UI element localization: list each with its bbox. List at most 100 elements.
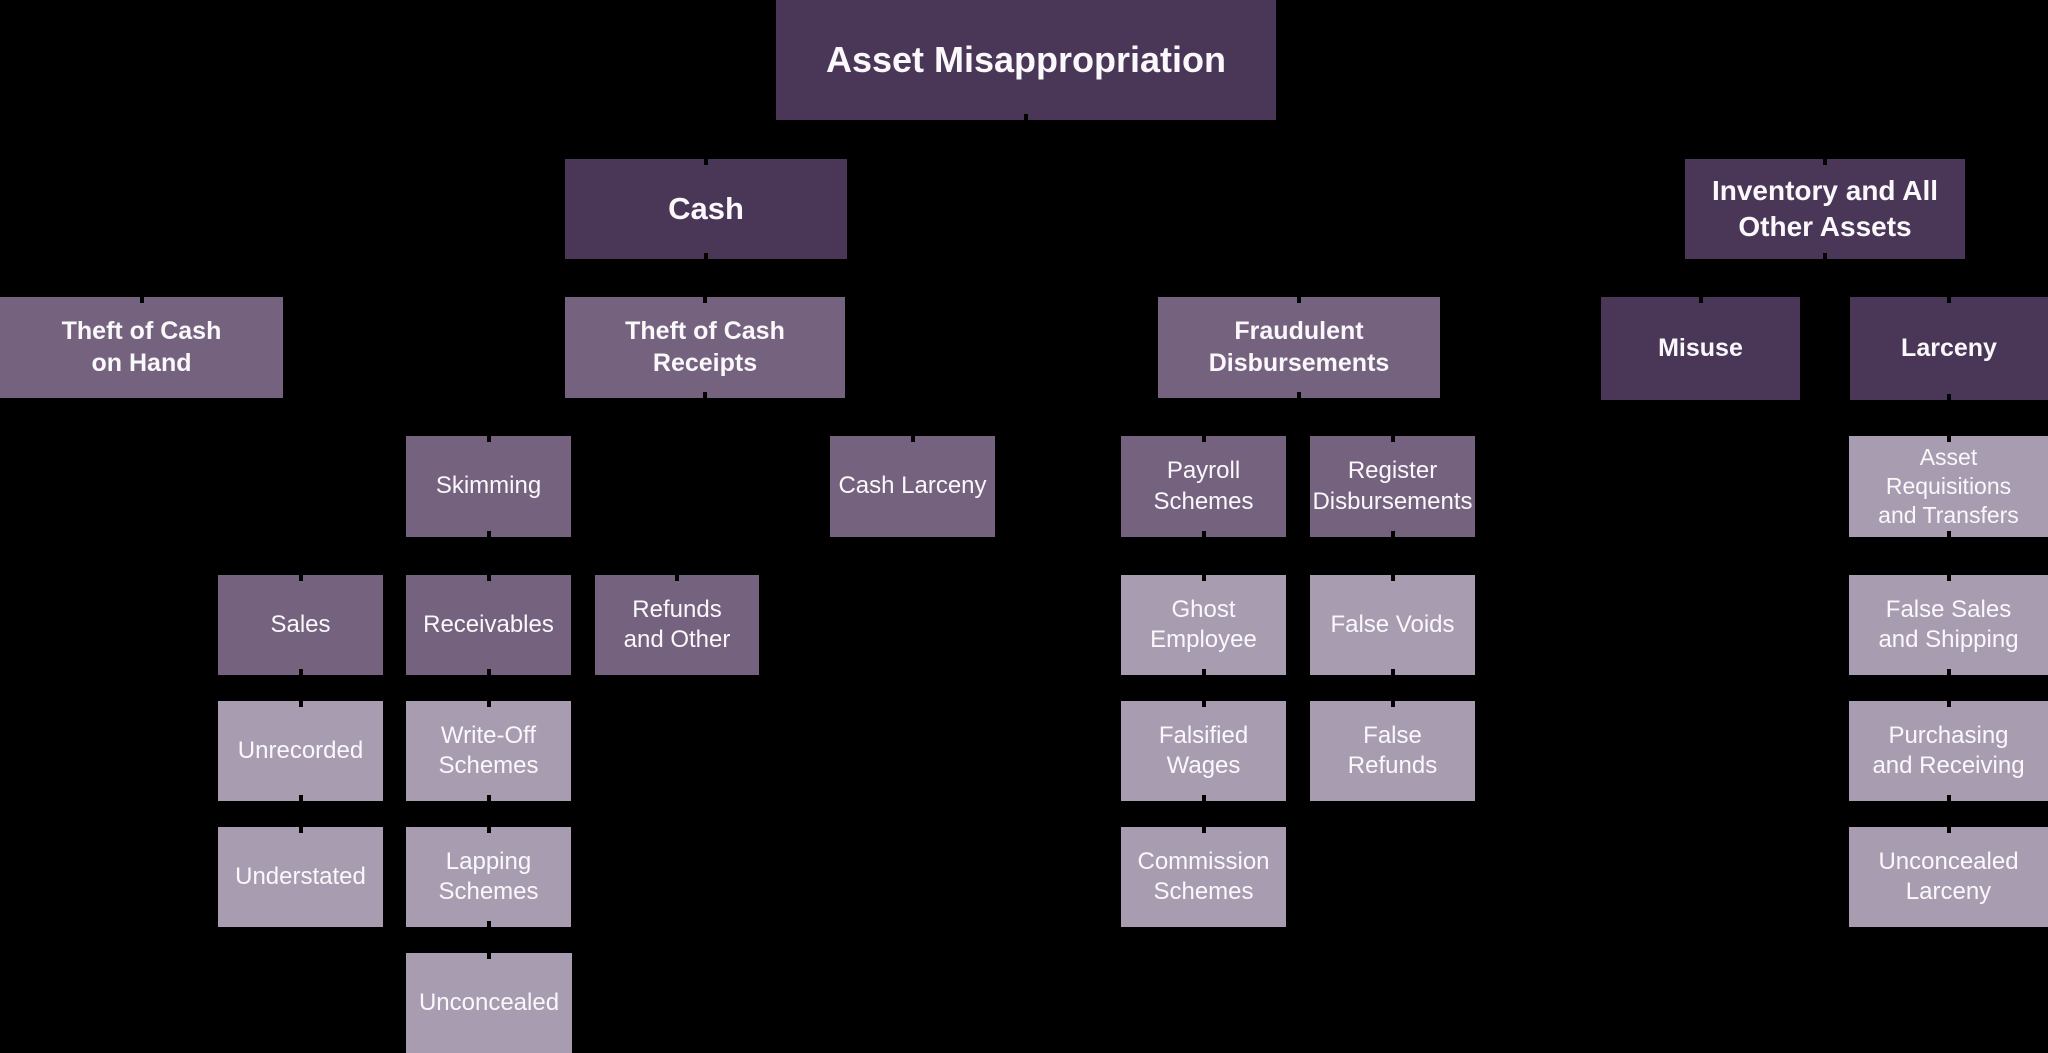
node-label: Cash Larceny — [838, 472, 987, 500]
connector-stub-bottom — [1201, 531, 1206, 537]
connector-stub-bottom — [1390, 669, 1395, 675]
node-label: Asset Misappropriation — [825, 39, 1227, 81]
connector-stub-top — [1946, 436, 1951, 442]
connector-stub-top — [486, 575, 491, 581]
node-inventory-and-all-other-assets: Inventory and All Other Assets — [1685, 159, 1965, 259]
node-label: Unconcealed — [418, 988, 560, 1016]
node-label: Payroll Schemes — [1153, 457, 1254, 515]
connector-stub-bottom — [1297, 392, 1301, 398]
connector-stub-top — [910, 436, 915, 442]
connector-stub-top — [1823, 159, 1827, 165]
node-label: Asset Requisitions and Transfers — [1878, 443, 2019, 529]
connector-stub-bottom — [1201, 669, 1206, 675]
node-label: Unrecorded — [237, 736, 364, 764]
node-lapping-schemes: Lapping Schemes — [406, 827, 571, 927]
node-label: Cash — [668, 191, 744, 227]
connector-stub-bottom — [1946, 795, 1951, 801]
node-label: Receivables — [423, 610, 554, 638]
connector-stub-top — [486, 436, 491, 442]
connector-stub-bottom — [1947, 394, 1951, 400]
connector-stub-top — [1201, 436, 1206, 442]
connector-stub-top — [1297, 297, 1301, 303]
node-fraudulent-disbursements: Fraudulent Disbursements — [1158, 297, 1440, 398]
connector-stub-top — [675, 575, 679, 581]
node-cash-larceny: Cash Larceny — [830, 436, 995, 537]
connector-stub-bottom — [486, 669, 491, 675]
connector-stub-bottom — [1390, 531, 1395, 537]
node-label: Falsified Wages — [1158, 721, 1249, 779]
node-false-refunds: False Refunds — [1310, 701, 1475, 801]
node-misuse: Misuse — [1601, 297, 1800, 400]
node-receivables: Receivables — [406, 575, 571, 675]
node-unconcealed: Unconcealed — [406, 953, 572, 1053]
connector-stub-bottom — [298, 795, 303, 801]
connector-stub-top — [1946, 827, 1951, 833]
node-ghost-employee: Ghost Employee — [1121, 575, 1286, 675]
node-falsified-wages: Falsified Wages — [1121, 701, 1286, 801]
connector-stub-top — [704, 159, 708, 165]
node-label: False Voids — [1330, 610, 1455, 638]
node-label: Write-Off Schemes — [438, 721, 539, 779]
node-refunds-and-other: Refunds and Other — [595, 575, 759, 675]
node-label: Ghost Employee — [1150, 595, 1257, 653]
connector-stub-bottom — [704, 253, 708, 259]
node-asset-requisitions-and-transfers: Asset Requisitions and Transfers — [1849, 436, 2048, 537]
node-label: Unconcealed Larceny — [1878, 847, 2019, 905]
node-label: Theft of Cash Receipts — [625, 316, 785, 377]
node-label: Skimming — [435, 472, 542, 500]
node-label: False Refunds — [1347, 721, 1438, 779]
connector-stub-bottom — [1201, 795, 1206, 801]
node-understated: Understated — [218, 827, 383, 927]
node-label: Misuse — [1658, 333, 1743, 362]
node-label: Larceny — [1901, 333, 1997, 362]
node-label: Inventory and All Other Assets — [1711, 175, 1939, 242]
node-label: Refunds and Other — [623, 595, 731, 653]
connector-stub-top — [1201, 827, 1206, 833]
connector-stub-bottom — [298, 669, 303, 675]
node-write-off-schemes: Write-Off Schemes — [406, 701, 571, 801]
node-larceny: Larceny — [1850, 297, 2048, 400]
connector-stub-top — [1946, 575, 1951, 581]
connector-stub-top — [298, 575, 303, 581]
node-label: Lapping Schemes — [438, 847, 539, 905]
node-unconcealed-larceny: Unconcealed Larceny — [1849, 827, 2048, 927]
node-label: Register Disbursements — [1312, 457, 1473, 515]
connector-stub-top — [487, 953, 491, 959]
connector-stub-top — [1390, 436, 1395, 442]
connector-stub-top — [1390, 701, 1395, 707]
connector-stub-bottom — [1024, 114, 1028, 120]
connector-stub-top — [1390, 575, 1395, 581]
connector-stub-top — [1947, 297, 1951, 303]
node-sales: Sales — [218, 575, 383, 675]
connector-stub-bottom — [486, 921, 491, 927]
node-cash: Cash — [565, 159, 847, 259]
connector-stub-top — [486, 827, 491, 833]
node-label: False Sales and Shipping — [1878, 595, 2019, 653]
connector-stub-top — [1946, 701, 1951, 707]
node-label: Purchasing and Receiving — [1872, 721, 2025, 779]
node-commission-schemes: Commission Schemes — [1121, 827, 1286, 927]
connector-stub-top — [298, 701, 303, 707]
node-theft-of-cash-on-hand: Theft of Cash on Hand — [0, 297, 283, 398]
connector-stub-bottom — [1946, 669, 1951, 675]
connector-stub-top — [1201, 701, 1206, 707]
connector-stub-bottom — [486, 531, 491, 537]
connector-stub-top — [298, 827, 303, 833]
connector-stub-bottom — [703, 392, 707, 398]
node-asset-misappropriation: Asset Misappropriation — [776, 0, 1276, 120]
connector-stub-bottom — [1946, 531, 1951, 537]
node-skimming: Skimming — [406, 436, 571, 537]
node-label: Fraudulent Disbursements — [1208, 316, 1390, 377]
connector-stub-top — [1698, 297, 1703, 303]
connector-stub-top — [486, 701, 491, 707]
node-unrecorded: Unrecorded — [218, 701, 383, 801]
node-false-sales-and-shipping: False Sales and Shipping — [1849, 575, 2048, 675]
node-label: Theft of Cash on Hand — [61, 316, 222, 377]
connector-stub-bottom — [1823, 253, 1827, 259]
node-theft-of-cash-receipts: Theft of Cash Receipts — [565, 297, 845, 398]
node-label: Sales — [270, 610, 331, 638]
node-label: Understated — [235, 862, 366, 890]
node-false-voids: False Voids — [1310, 575, 1475, 675]
node-payroll-schemes: Payroll Schemes — [1121, 436, 1286, 537]
